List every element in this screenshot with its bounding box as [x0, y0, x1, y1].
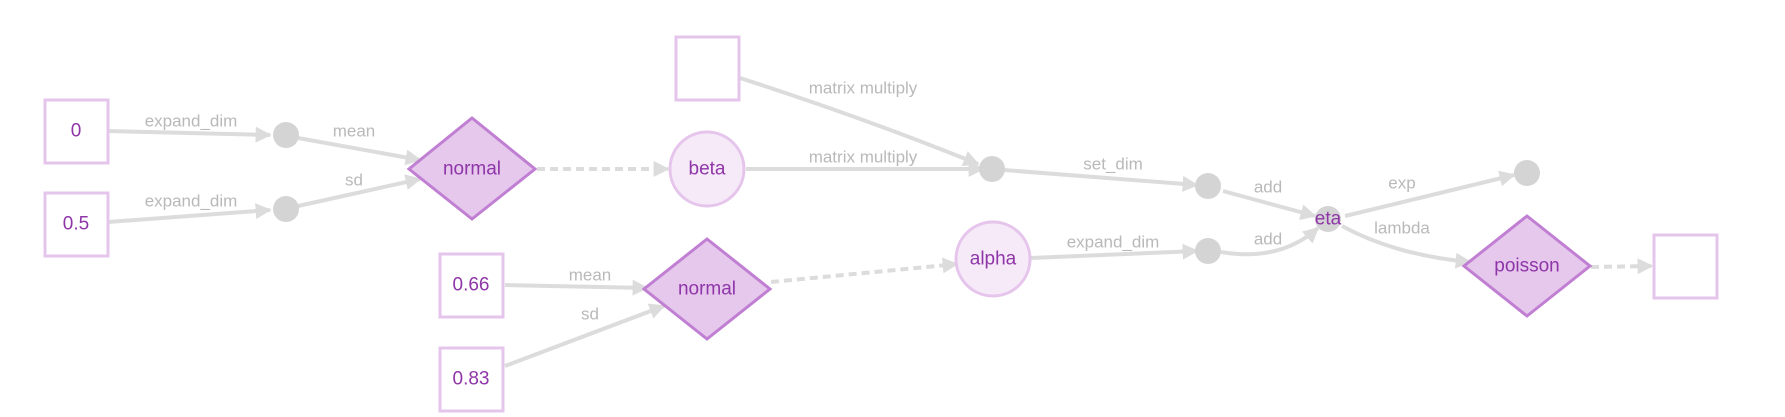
edge-poisson-to-box	[1590, 258, 1654, 275]
edge-dot-expand-to-eta	[1220, 226, 1320, 257]
const-node-05-label: 0.5	[63, 214, 89, 235]
variable-node-alpha[interactable]: alpha	[954, 220, 1032, 298]
op-node-eta-label: eta	[1315, 209, 1342, 230]
const-node-0[interactable]: 0	[43, 98, 110, 165]
edge-box-top-to-dot-mm	[739, 76, 980, 166]
label-matmul-beta: matrix multiply	[809, 148, 918, 167]
edge-eta-to-dot-exp	[1344, 170, 1516, 218]
distribution-node-normal-beta-label: normal	[443, 159, 501, 180]
distribution-node-poisson[interactable]: poisson	[1461, 214, 1593, 318]
op-node-expand-05[interactable]	[273, 196, 299, 222]
distribution-node-normal-alpha[interactable]: normal	[641, 237, 773, 341]
data-node-output[interactable]	[1652, 233, 1719, 300]
edge-066-to-normal-alpha	[504, 279, 649, 296]
label-mean-beta: mean	[333, 122, 376, 141]
const-node-083-label: 0.83	[453, 369, 490, 390]
const-node-066[interactable]: 0.66	[438, 252, 505, 319]
edge-normal-alpha-to-alpha	[770, 257, 959, 284]
const-node-0-label: 0	[71, 121, 82, 142]
label-sd-alpha: sd	[581, 305, 599, 324]
op-node-eta[interactable]: eta	[1315, 206, 1342, 232]
edge-dot1-to-normal-beta	[297, 136, 422, 166]
edge-dot2-to-normal-beta	[297, 174, 422, 208]
label-exp: exp	[1388, 174, 1415, 193]
distribution-node-poisson-label: poisson	[1494, 256, 1560, 277]
const-node-066-label: 0.66	[453, 275, 490, 296]
variable-node-alpha-label: alpha	[970, 249, 1017, 270]
label-mean-alpha: mean	[569, 266, 612, 285]
label-add-top: add	[1254, 178, 1282, 197]
edge-dot-mm-to-dot-setdim	[1003, 168, 1199, 192]
data-node-top[interactable]	[674, 35, 741, 102]
edge-dot-setdim-to-eta	[1222, 189, 1317, 220]
variable-node-beta-label: beta	[689, 159, 726, 180]
variable-node-beta[interactable]: beta	[668, 130, 746, 208]
label-add-bottom: add	[1254, 230, 1282, 249]
edge-eta-to-poisson	[1341, 224, 1472, 269]
label-matmul-top: matrix multiply	[809, 79, 918, 98]
op-node-matrix-multiply[interactable]	[979, 156, 1005, 182]
label-expand-dim-alpha: expand_dim	[1067, 233, 1160, 252]
label-expand-dim-0: expand_dim	[145, 112, 238, 131]
edge-alpha-to-dot-expand	[1030, 243, 1199, 260]
op-node-set-dim[interactable]	[1195, 173, 1221, 199]
edge-083-to-normal-alpha	[504, 303, 666, 368]
distribution-node-normal-alpha-label: normal	[678, 279, 736, 300]
const-node-083[interactable]: 0.83	[438, 346, 505, 413]
label-set-dim: set_dim	[1083, 155, 1143, 174]
label-expand-dim-05: expand_dim	[145, 192, 238, 211]
op-node-expand-alpha[interactable]	[1195, 238, 1221, 264]
op-node-exp[interactable]	[1514, 160, 1540, 186]
edge-05-to-dot2	[107, 203, 272, 224]
label-lambda: lambda	[1374, 219, 1430, 238]
op-node-expand-0[interactable]	[273, 122, 299, 148]
label-sd-beta: sd	[345, 171, 363, 190]
edge-0-to-dot1	[107, 126, 272, 143]
const-node-05[interactable]: 0.5	[43, 191, 110, 258]
distribution-node-normal-beta[interactable]: normal	[406, 116, 538, 221]
